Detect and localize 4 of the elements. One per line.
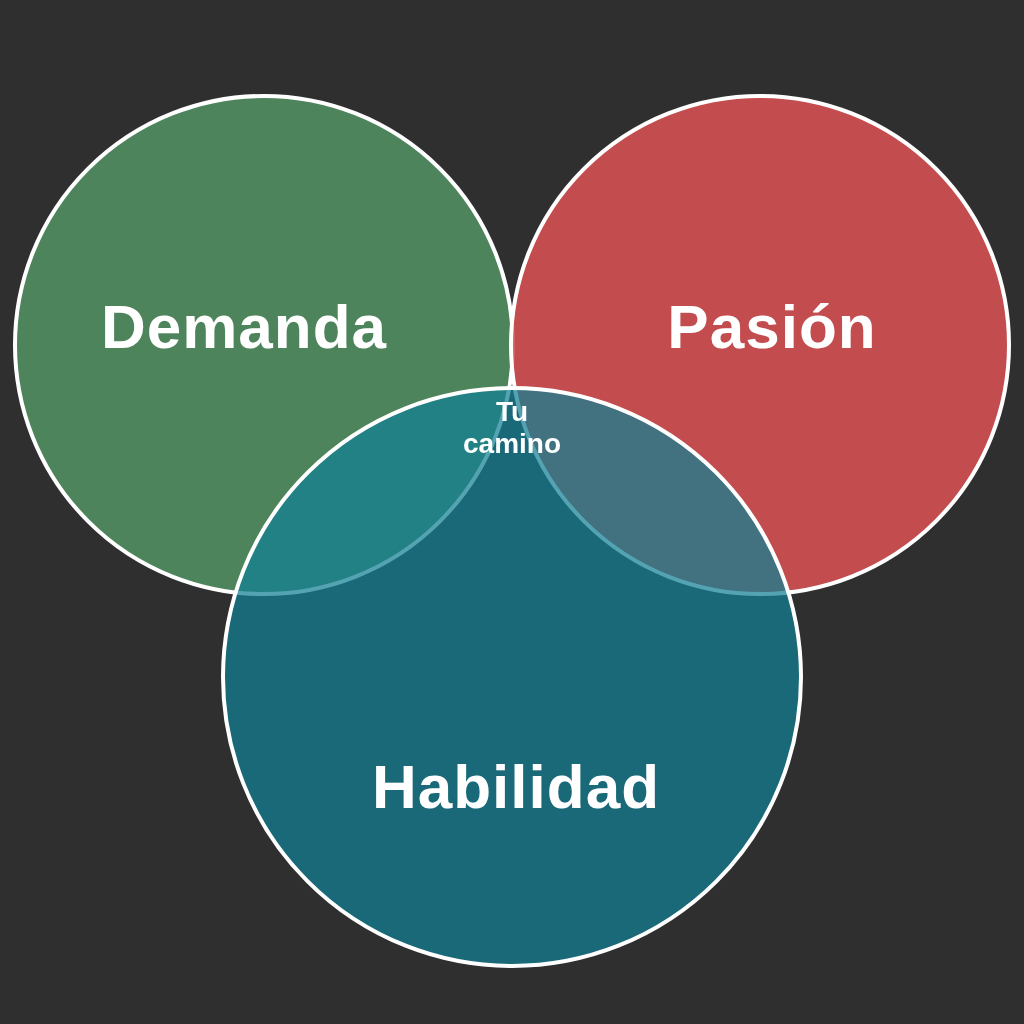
circle-title: Pasión bbox=[667, 290, 877, 362]
center-label: Tu camino bbox=[462, 396, 562, 460]
circle-title: Demanda bbox=[100, 290, 388, 362]
circle-title: Habilidad bbox=[372, 750, 660, 822]
